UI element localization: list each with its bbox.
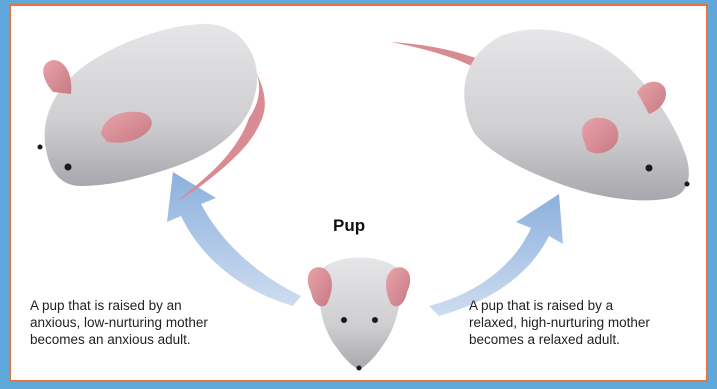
relaxed-adult-nose [685,182,690,187]
caption-relaxed-line: A pup that is raised by a [469,297,650,314]
arrow-to-anxious-adult [167,172,301,306]
pup-left-ear [308,267,332,306]
anxious-adult-back-ear [43,60,71,94]
caption-anxious-line: anxious, low-nurturing mother [30,314,208,331]
pup-right-eye [372,317,378,323]
pup-mouse [308,258,410,371]
diagram-frame: Pup A pup that is raised by an anxious, … [9,4,708,382]
caption-anxious-line: A pup that is raised by an [30,297,208,314]
pup-right-ear [386,267,410,306]
pup-nose [357,366,362,371]
caption-relaxed-line: becomes a relaxed adult. [469,331,650,348]
relaxed-adult-eye [646,165,653,172]
relaxed-adult-body [464,29,689,200]
caption-relaxed: A pup that is raised by a relaxed, high-… [469,297,650,348]
anxious-adult-eye [65,164,72,171]
pup-body [319,258,400,371]
pup-label: Pup [333,216,365,236]
anxious-adult-nose [38,145,43,150]
caption-anxious-line: becomes an anxious adult. [30,331,208,348]
anxious-adult-mouse [38,24,265,202]
pup-left-eye [341,317,347,323]
caption-anxious: A pup that is raised by an anxious, low-… [30,297,208,348]
caption-relaxed-line: relaxed, high-nurturing mother [469,314,650,331]
relaxed-adult-mouse [391,29,690,200]
